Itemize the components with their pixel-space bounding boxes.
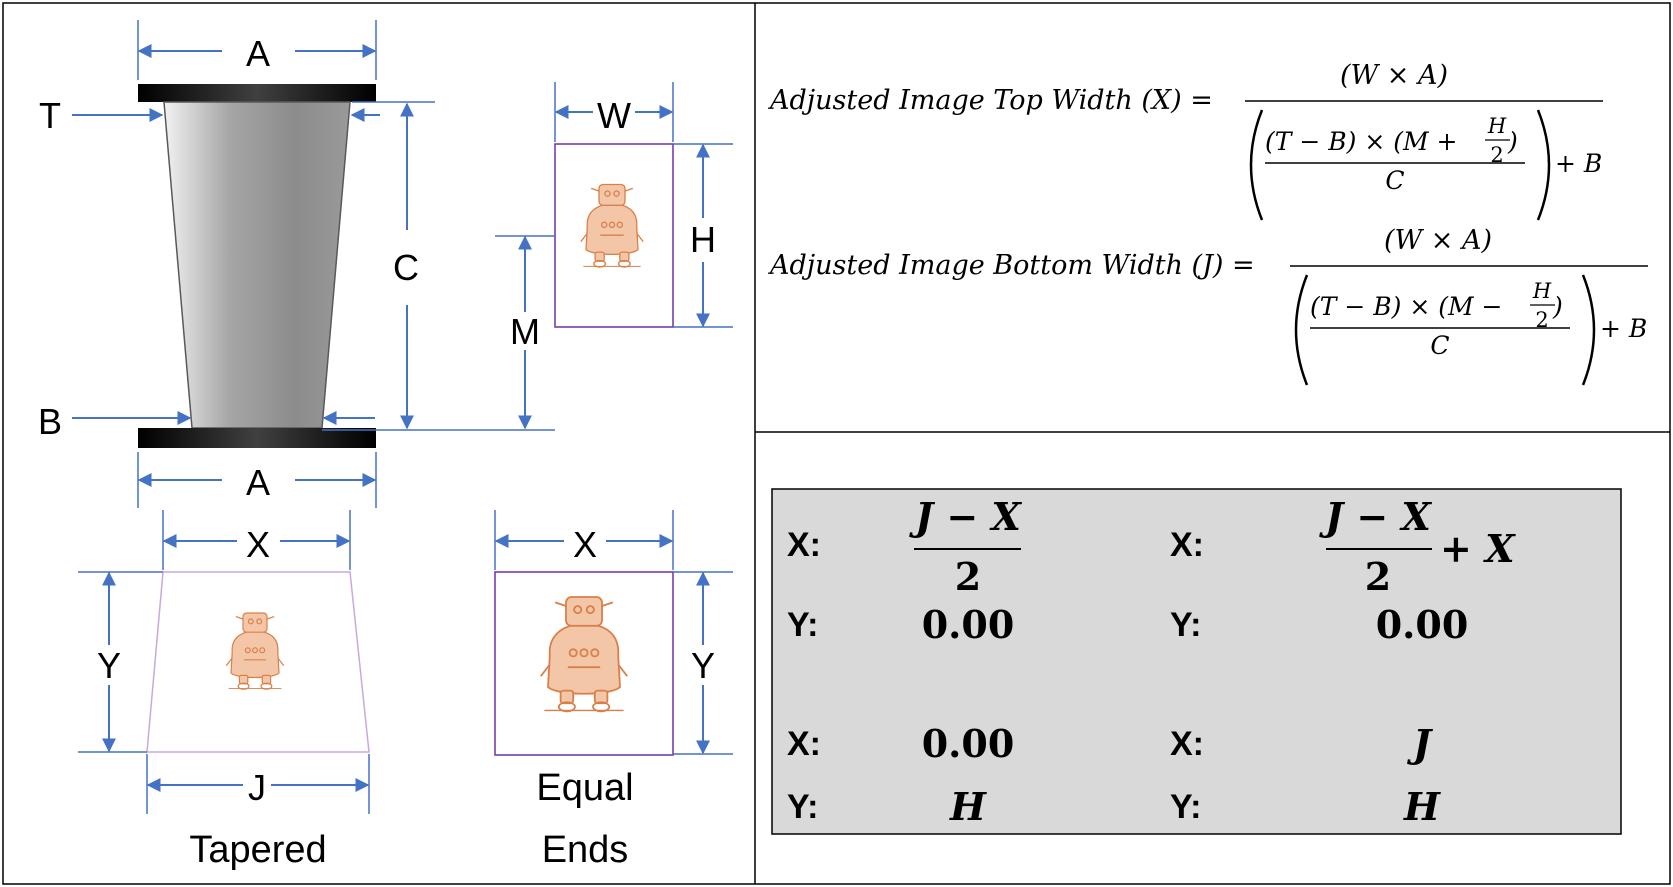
label-x-equal: X <box>573 524 597 565</box>
formula-top-label: Adjusted Image Top Width (X) = <box>767 85 1213 116</box>
formula-top-2: 2 <box>1490 143 1503 167</box>
p1-y-label: Y: <box>787 606 818 644</box>
p4-x-label: X: <box>1170 725 1204 763</box>
p2-x-denominator: 2 <box>1365 554 1391 599</box>
coordinates-panel: X: J − X 2 Y: 0.00 X: J − X 2 + X Y: 0.0… <box>771 488 1622 835</box>
cup-bottom-lid <box>138 428 376 448</box>
source-image-diagram: W H M <box>495 82 733 430</box>
label-w: W <box>597 95 631 136</box>
formula-top-inner: (T − B) × (M + <box>1265 127 1457 156</box>
formula-bottom-numerator: (W × A) <box>1384 225 1492 256</box>
formula-top-numerator: (W × A) <box>1340 60 1448 91</box>
tapered-image-diagram: X Y J Tapered <box>78 510 370 871</box>
formula-top-h: H <box>1487 114 1507 138</box>
formula-bottom-close: ) <box>1552 292 1563 321</box>
caption-equal-line2: Ends <box>542 829 629 871</box>
p1-x-label: X: <box>787 526 821 564</box>
formula-bottom-h: H <box>1532 279 1552 303</box>
formula-bottom-width: Adjusted Image Bottom Width (J) = (W × A… <box>767 225 1648 386</box>
p1-y-value: 0.00 <box>922 602 1015 647</box>
p3-x-label: X: <box>787 725 821 763</box>
formula-top-c: C <box>1385 166 1404 195</box>
p2-x-label: X: <box>1170 526 1204 564</box>
label-b: B <box>38 401 62 442</box>
formula-bottom-c: C <box>1430 331 1449 360</box>
p3-y-value: H <box>949 784 987 829</box>
formula-top-width: Adjusted Image Top Width (X) = (W × A) (… <box>767 60 1603 221</box>
label-t: T <box>39 95 61 136</box>
label-m: M <box>510 311 540 352</box>
cup-diagram: A T C B A <box>38 20 555 508</box>
p1-x-numerator: J − X <box>909 494 1022 539</box>
formula-bottom-2: 2 <box>1535 308 1548 332</box>
cup-top-lid <box>138 84 376 102</box>
cup-body <box>163 101 351 429</box>
label-a-bottom: A <box>246 462 270 503</box>
p4-y-value: H <box>1403 784 1441 829</box>
p1-x-denominator: 2 <box>955 554 981 599</box>
label-x-tapered: X <box>246 524 270 565</box>
p2-y-value: 0.00 <box>1376 602 1469 647</box>
formula-bottom-inner: (T − B) × (M − <box>1310 292 1502 321</box>
label-y-equal: Y <box>691 645 715 686</box>
coordinates-box <box>771 488 1622 835</box>
caption-equal-line1: Equal <box>536 767 633 809</box>
label-y-tapered: Y <box>97 645 121 686</box>
p3-x-value: 0.00 <box>922 721 1015 766</box>
p2-x-numerator: J − X <box>1319 494 1432 539</box>
p3-y-label: Y: <box>787 788 818 826</box>
p2-y-label: Y: <box>1170 606 1201 644</box>
p4-y-label: Y: <box>1170 788 1201 826</box>
formula-bottom-label: Adjusted Image Bottom Width (J) = <box>767 250 1255 281</box>
label-a-top: A <box>246 33 270 74</box>
p2-x-tail: + X <box>1440 526 1516 571</box>
label-j: J <box>248 767 266 808</box>
label-h: H <box>690 219 716 260</box>
label-c: C <box>393 247 419 288</box>
formula-bottom-tail: + B <box>1600 314 1647 343</box>
caption-tapered: Tapered <box>189 829 326 871</box>
formula-top-tail: + B <box>1555 149 1602 178</box>
equal-ends-diagram: X Y Equal Ends <box>494 510 733 871</box>
formula-top-close: ) <box>1507 127 1518 156</box>
